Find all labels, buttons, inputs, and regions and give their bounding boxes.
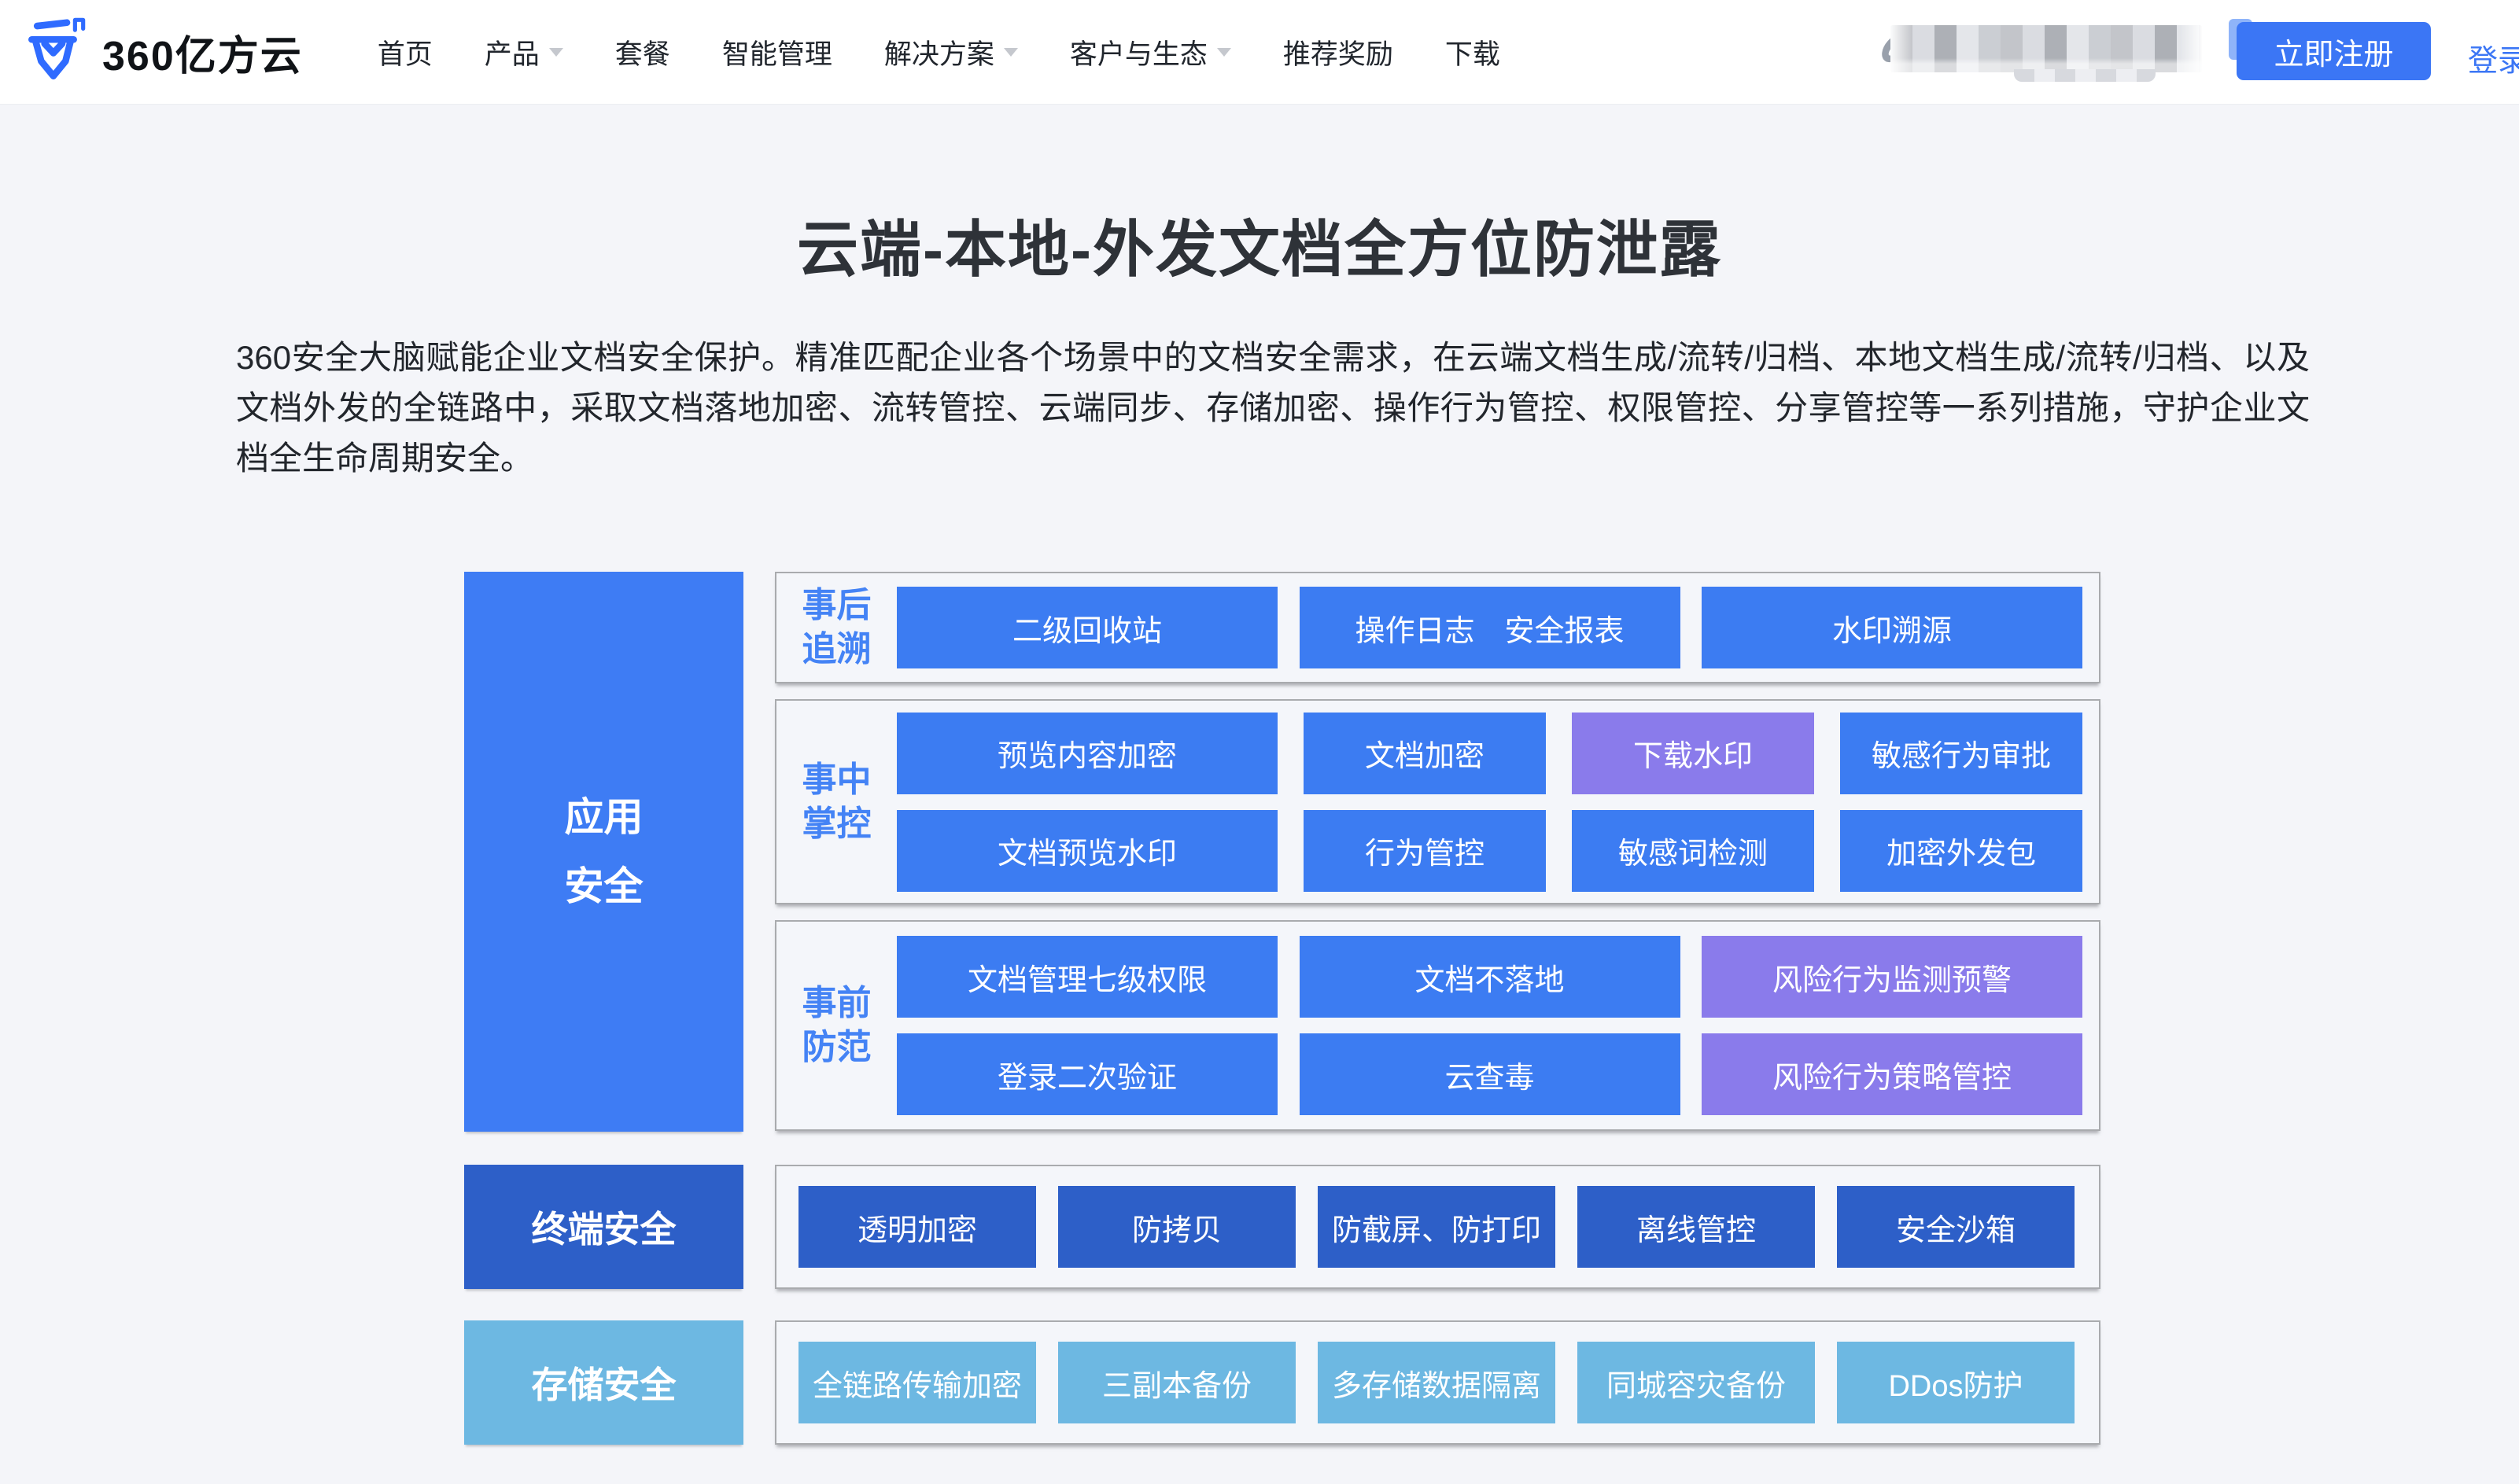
feature-block: 文档不落地 xyxy=(1299,936,1680,1018)
feature-block: DDos防护 xyxy=(1837,1342,2075,1423)
chevron-down-icon xyxy=(548,47,563,57)
nav-item-home[interactable]: 首页 xyxy=(377,39,433,70)
nav-item-referral-rewards[interactable]: 推荐奖励 xyxy=(1282,39,1393,70)
feature-block: 防拷贝 xyxy=(1058,1186,1296,1268)
feature-block: 同城容灾备份 xyxy=(1577,1342,1815,1423)
redacted-phone-number-blur xyxy=(2014,69,2156,82)
storage-security-section: 存储安全 全链路传输加密 三副本备份 多存储数据隔离 同城容灾备份 DDos防护 xyxy=(464,1320,2100,1445)
feature-block: 敏感行为审批 xyxy=(1840,712,2082,794)
feature-block: 安全沙箱 xyxy=(1837,1186,2075,1268)
group-pre-event-prevention: 事前 防范 文档管理七级权限 文档不落地 风险行为监测预警 登录二次验证 云查毒… xyxy=(775,920,2100,1131)
register-button[interactable]: 立即注册 xyxy=(2237,22,2431,80)
feature-block: 全链路传输加密 xyxy=(798,1342,1036,1423)
feature-block: 登录二次验证 xyxy=(897,1033,1278,1115)
main-menu: 首页 产品 套餐 智能管理 解决方案 客户与生态 推荐奖励 下载 xyxy=(378,32,1500,72)
page-description: 360安全大脑赋能企业文档安全保护。精准匹配企业各个场景中的文档安全需求，在云端… xyxy=(236,339,2310,477)
feature-block: 透明加密 xyxy=(798,1186,1036,1268)
feature-block: 多存储数据隔离 xyxy=(1318,1342,1555,1423)
feature-block: 操作日志 安全报表 xyxy=(1299,587,1680,668)
feature-block: 离线管控 xyxy=(1577,1186,1815,1268)
feature-block: 下载水印 xyxy=(1572,712,1814,794)
chevron-down-icon xyxy=(1216,47,1231,57)
chevron-down-icon xyxy=(1003,47,1018,57)
hero-section: 云端-本地-外发文档全方位防泄露 360安全大脑赋能企业文档安全保护。精准匹配企… xyxy=(0,201,2519,1445)
group-label: 事中 掌控 xyxy=(802,760,872,843)
login-link[interactable]: 登录 xyxy=(2468,45,2519,78)
application-security-section: 应用 安全 事后 追溯 二级回收站 操作日志 安全报表 水印溯源 事中 掌控 xyxy=(464,572,2100,1132)
application-security-label: 应用 安全 xyxy=(464,572,743,1132)
group-label: 事前 防范 xyxy=(802,984,872,1066)
page-title: 云端-本地-外发文档全方位防泄露 xyxy=(797,215,1722,284)
feature-block: 防截屏、防打印 xyxy=(1318,1186,1555,1268)
feature-block: 行为管控 xyxy=(1304,809,1546,892)
feature-block: 文档预览水印 xyxy=(897,809,1278,892)
feature-block: 二级回收站 xyxy=(897,587,1278,668)
group-post-event-tracing: 事后 追溯 二级回收站 操作日志 安全报表 水印溯源 xyxy=(775,572,2100,683)
feature-block: 水印溯源 xyxy=(1702,587,2082,668)
group-label: 事后 追溯 xyxy=(802,586,872,668)
feature-block: 文档加密 xyxy=(1304,712,1546,794)
group-in-event-control: 事中 掌控 预览内容加密 文档加密 下载水印 敏感行为审批 文档预览水印 行为管… xyxy=(775,699,2100,904)
nav-item-download[interactable]: 下载 xyxy=(1444,39,1500,70)
feature-block: 预览内容加密 xyxy=(897,712,1278,794)
brand-logo-text: 360亿方云 xyxy=(102,33,303,79)
nav-item-customers-ecosystem[interactable]: 客户与生态 xyxy=(1070,32,1231,72)
nav-item-smart-management[interactable]: 智能管理 xyxy=(721,39,832,70)
feature-block: 三副本备份 xyxy=(1058,1342,1296,1423)
nav-item-solutions[interactable]: 解决方案 xyxy=(884,32,1018,72)
group-storage-security: 全链路传输加密 三副本备份 多存储数据隔离 同城容灾备份 DDos防护 xyxy=(775,1320,2100,1445)
feature-block: 云查毒 xyxy=(1299,1033,1680,1115)
feature-block: 敏感词检测 xyxy=(1572,809,1814,892)
feature-block: 加密外发包 xyxy=(1840,809,2082,892)
feature-block: 风险行为监测预警 xyxy=(1702,936,2082,1018)
terminal-security-section: 终端安全 透明加密 防拷贝 防截屏、防打印 离线管控 安全沙箱 xyxy=(464,1165,2100,1289)
top-navigation-bar: 360亿方云 首页 产品 套餐 智能管理 解决方案 客户与生态 推荐奖励 下载 … xyxy=(0,0,2519,105)
redacted-phone-number xyxy=(1890,25,2202,72)
shield-cloud-logo-icon xyxy=(24,15,91,90)
feature-block: 文档管理七级权限 xyxy=(897,936,1278,1018)
nav-item-plans[interactable]: 套餐 xyxy=(614,39,670,70)
terminal-security-label: 终端安全 xyxy=(464,1165,743,1289)
security-architecture-diagram: 应用 安全 事后 追溯 二级回收站 操作日志 安全报表 水印溯源 事中 掌控 xyxy=(464,572,2100,1445)
feature-block: 风险行为策略管控 xyxy=(1702,1033,2082,1115)
brand-logo[interactable]: 360亿方云 xyxy=(24,15,303,90)
nav-item-products[interactable]: 产品 xyxy=(485,32,563,72)
group-terminal-security: 透明加密 防拷贝 防截屏、防打印 离线管控 安全沙箱 xyxy=(775,1165,2100,1289)
storage-security-label: 存储安全 xyxy=(464,1320,743,1445)
